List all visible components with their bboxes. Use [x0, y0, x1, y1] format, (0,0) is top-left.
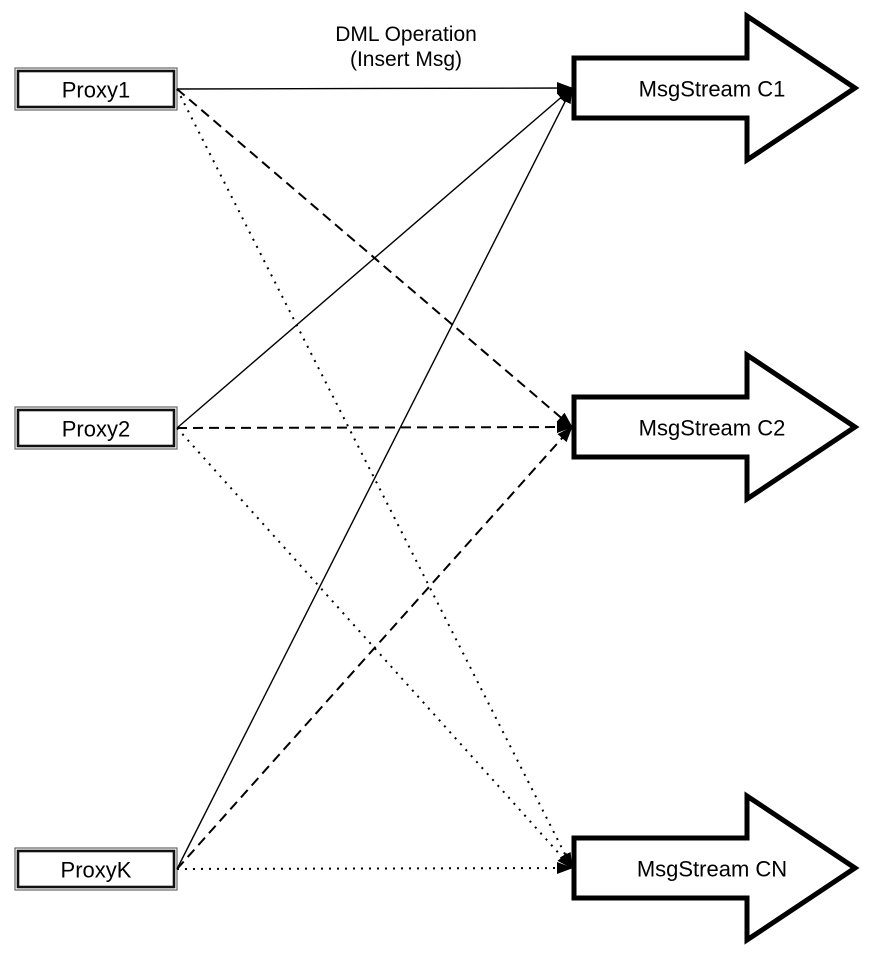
proxyk-box-frame: [16, 849, 176, 889]
edge-proxyk-c2: [176, 426, 573, 870]
edge-proxy2-c1: [176, 87, 573, 429]
msgstream-c2-label: MsgStream C2: [639, 416, 786, 441]
edge-proxy1-c1: [176, 82, 573, 95]
proxy1-box: Proxy1: [14, 67, 178, 111]
msgstream-c1-label: MsgStream C1: [639, 77, 786, 102]
edge-proxy2-c2: [176, 421, 573, 434]
edge-proxyk-cn: [176, 862, 573, 875]
msgstream-cn-label: MsgStream CN: [637, 857, 787, 882]
msgstream-cn-arrow: MsgStream CN: [571, 791, 860, 945]
edges-layer: [176, 82, 573, 875]
proxy1-label: Proxy1: [62, 78, 130, 103]
dml-operation-annotation: DML Operation (Insert Msg): [335, 23, 477, 71]
msgstream-c2-shape: [571, 350, 860, 504]
proxy2-label: Proxy2: [62, 417, 130, 442]
proxy1-box-frame: [16, 69, 176, 109]
msgstream-cn-shape: [571, 791, 860, 945]
proxyk-box: ProxyK: [14, 847, 178, 891]
msgstream-c2-arrow: MsgStream C2: [571, 350, 860, 504]
proxy2-box-frame: [16, 408, 176, 448]
proxyk-label: ProxyK: [61, 858, 132, 883]
msgstream-c1-arrow: MsgStream C1: [571, 11, 860, 165]
edge-proxy1-cn: [176, 88, 573, 869]
msgstream-c1-shape: [571, 11, 860, 165]
edge-proxyk-c1: [176, 87, 573, 870]
proxy2-box: Proxy2: [14, 406, 178, 450]
